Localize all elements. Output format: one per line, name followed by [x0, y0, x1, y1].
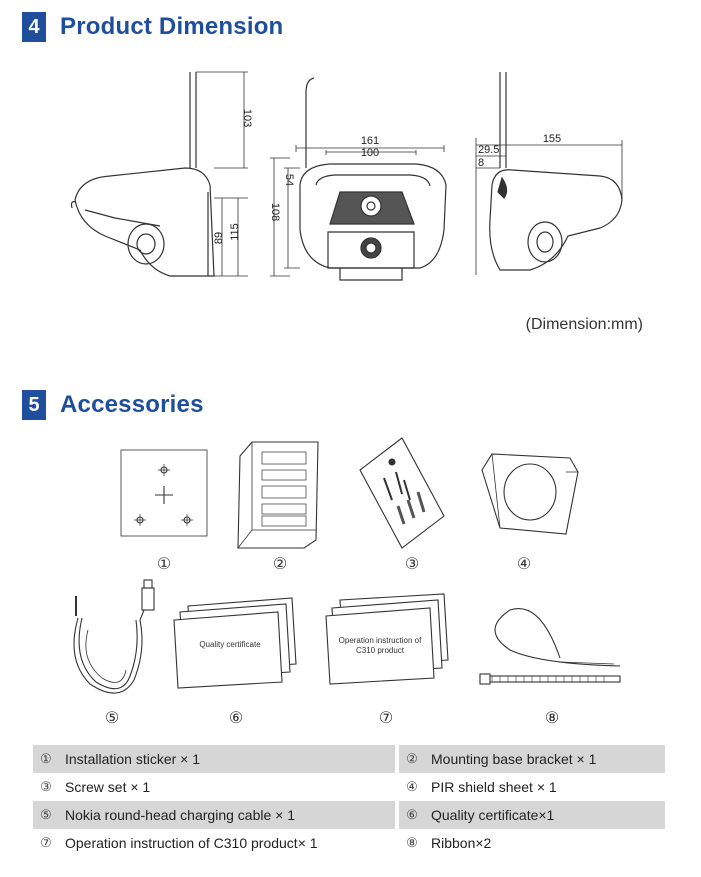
section-header-accessories: 5 Accessories [22, 390, 204, 420]
row-number: ② [399, 745, 425, 773]
item-number-3: ③ [404, 556, 420, 573]
row-label: PIR shield sheet × 1 [425, 773, 665, 801]
operation-card-label: Operation instruction of C310 product [330, 636, 430, 656]
row-number: ⑥ [399, 801, 425, 829]
column-divider [395, 745, 399, 773]
screw-set-drawing [359, 437, 445, 549]
section-title: Accessories [60, 391, 204, 418]
dim-front-inner-width: 100 [361, 147, 379, 159]
row-label: Ribbon×2 [425, 829, 665, 857]
row-label: Quality certificate×1 [425, 801, 665, 829]
row-number: ① [33, 745, 59, 773]
dim-front-width: 161 [361, 135, 379, 147]
row-label: Nokia round-head charging cable × 1 [59, 801, 395, 829]
table-row: ⑤ Nokia round-head charging cable × 1 ⑥ … [33, 801, 665, 829]
operation-card-line2: C310 product [355, 646, 405, 655]
row-label: Installation sticker × 1 [59, 745, 395, 773]
dim-front-height: 108 [269, 203, 281, 221]
dim-side-height: 115 [229, 223, 241, 241]
quality-certificate-card-label: Quality certificate [199, 640, 261, 649]
item-number-2: ② [272, 556, 288, 573]
dim-right-width: 155 [543, 133, 561, 145]
item-number-1: ① [156, 556, 172, 573]
dim-side-inner: 89 [213, 232, 225, 244]
column-divider [395, 829, 399, 857]
installation-sticker-drawing [120, 449, 208, 537]
column-divider [395, 773, 399, 801]
dim-side-antenna: 103 [241, 109, 253, 127]
row-label: Screw set × 1 [59, 773, 395, 801]
item-number-7: ⑦ [378, 710, 394, 727]
right-view-drawing [475, 72, 623, 275]
column-divider [395, 801, 399, 829]
front-view-drawing [270, 77, 447, 281]
row-number: ④ [399, 773, 425, 801]
item-number-6: ⑥ [228, 710, 244, 727]
dim-front-top: 54 [283, 174, 295, 186]
table-row: ① Installation sticker × 1 ② Mounting ba… [33, 745, 665, 773]
row-number: ⑦ [33, 829, 59, 857]
row-label: Operation instruction of C310 product× 1 [59, 829, 395, 857]
row-number: ③ [33, 773, 59, 801]
dimension-unit-note: (Dimension:mm) [525, 316, 643, 333]
charging-cable-drawing [73, 579, 155, 694]
section-title: Product Dimension [60, 13, 284, 40]
item-number-4: ④ [516, 556, 532, 573]
mounting-bracket-drawing [237, 441, 319, 549]
dim-right-small: 8 [478, 157, 484, 169]
side-view-drawing [70, 71, 248, 277]
item-number-8: ⑧ [544, 710, 560, 727]
table-row: ③ Screw set × 1 ④ PIR shield sheet × 1 [33, 773, 665, 801]
operation-card-line1: Operation instruction of [338, 636, 422, 645]
operation-instruction-drawing [325, 593, 449, 685]
pir-shield-drawing [481, 453, 579, 535]
section-header-product-dimension: 4 Product Dimension [22, 12, 283, 42]
accessories-table: ① Installation sticker × 1 ② Mounting ba… [33, 745, 665, 857]
row-label: Mounting base bracket × 1 [425, 745, 665, 773]
dim-right-offset: 29.5 [478, 144, 499, 156]
item-number-5: ⑤ [104, 710, 120, 727]
section-number: 4 [22, 12, 46, 42]
table-row: ⑦ Operation instruction of C310 product×… [33, 829, 665, 857]
quality-certificate-drawing [173, 597, 297, 689]
row-number: ⑧ [399, 829, 425, 857]
section-number: 5 [22, 390, 46, 420]
ribbon-drawing [479, 608, 621, 685]
row-number: ⑤ [33, 801, 59, 829]
